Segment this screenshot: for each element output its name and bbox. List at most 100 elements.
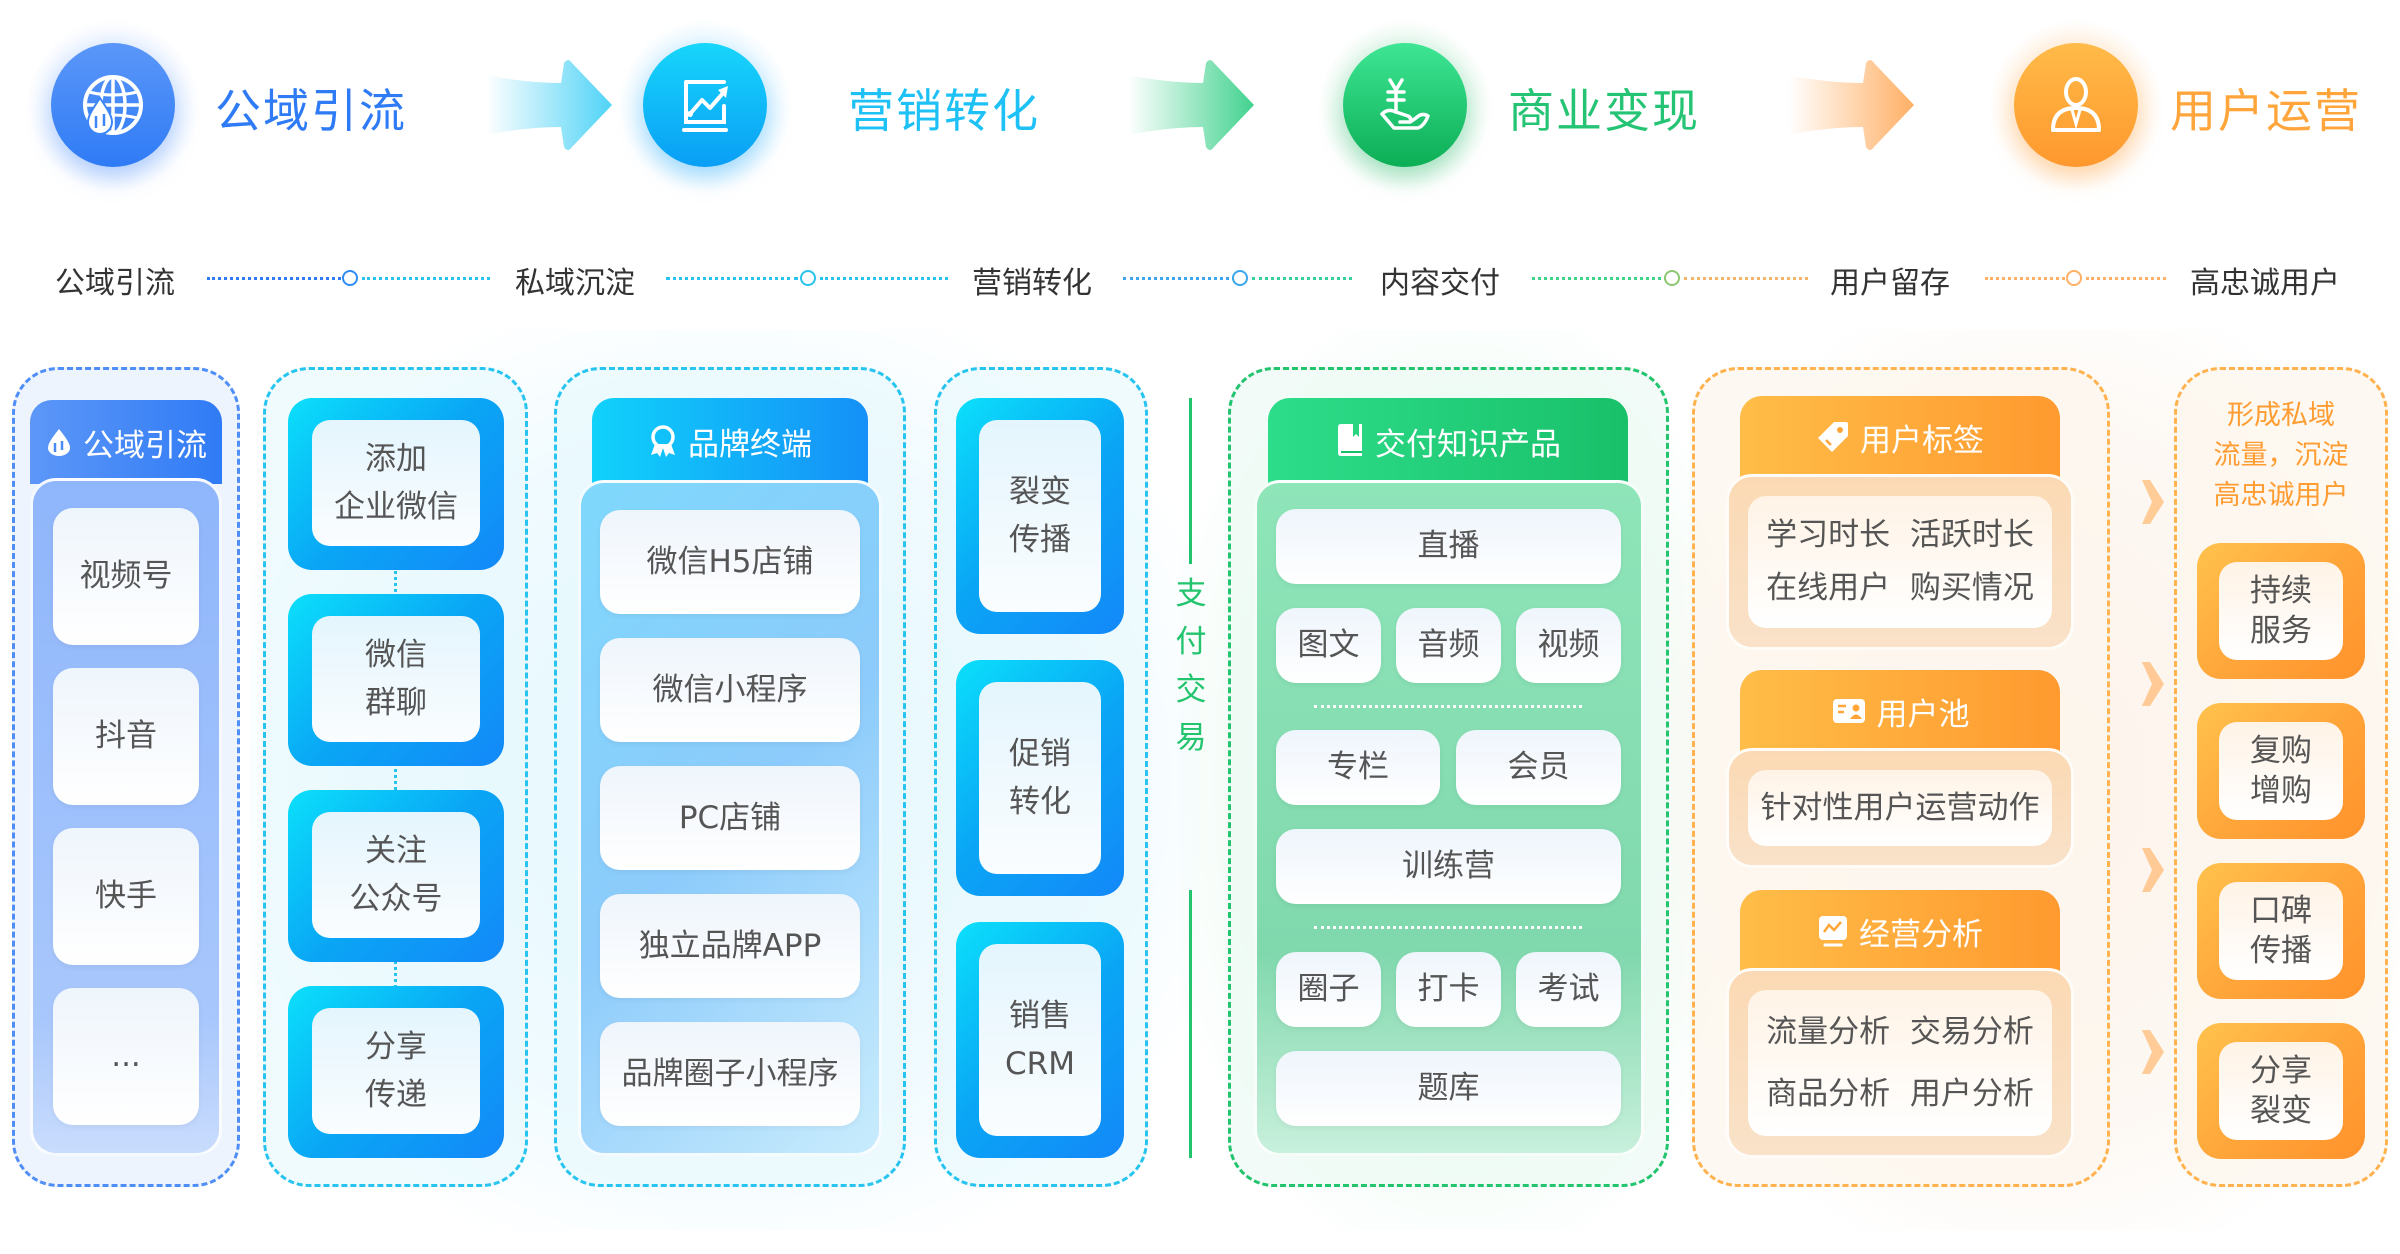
knowledge-product-item[interactable]: 考试 <box>1516 952 1621 1027</box>
loyal-users-item[interactable]: 口碑传播 <box>2219 882 2343 980</box>
loyal-users-item[interactable]: 分享裂变 <box>2219 1042 2343 1140</box>
timeline-connector-1b <box>362 277 490 280</box>
timeline-step-6: 高忠诚用户 <box>2190 266 2340 301</box>
award-ribbon-icon <box>651 425 675 457</box>
knowledge-product-item[interactable]: 专栏 <box>1276 730 1440 805</box>
brand-terminal-header-label: 品牌终端 <box>688 426 812 463</box>
flow-arrow-2 <box>1128 60 1254 150</box>
stage-2-title: 营销转化 <box>848 84 1040 138</box>
marketing-item[interactable]: 裂变传播 <box>979 420 1101 612</box>
knowledge-product-item[interactable]: 训练营 <box>1276 829 1621 904</box>
private-domain-connector <box>394 560 397 1000</box>
timeline-node-4 <box>1664 270 1680 286</box>
public-traffic-header: 公域引流 <box>30 400 222 484</box>
user-card-icon <box>1832 699 1865 723</box>
private-domain-item[interactable]: 微信群聊 <box>312 616 480 742</box>
payment-line-bottom <box>1189 890 1192 1158</box>
timeline-step-5: 用户留存 <box>1830 266 1950 301</box>
payment-line-top <box>1189 398 1192 564</box>
loyal-users-item[interactable]: 持续服务 <box>2219 562 2343 660</box>
business-analysis-card[interactable]: 流量分析 交易分析商品分析 用户分析 <box>1748 990 2052 1136</box>
timeline-step-3: 营销转化 <box>972 266 1092 301</box>
knowledge-product-item[interactable]: 音频 <box>1396 608 1501 683</box>
timeline-node-3 <box>1232 270 1248 286</box>
knowledge-products-header: 交付知识产品 <box>1268 398 1628 484</box>
stage-4-icon-badge <box>2014 43 2138 167</box>
public-traffic-item[interactable]: 抖音 <box>53 668 199 805</box>
money-hand-icon <box>1380 78 1430 130</box>
stage-4-title: 用户运营 <box>2170 84 2362 138</box>
timeline-connector-5b <box>2086 277 2166 280</box>
user-pool-header-label: 用户池 <box>1876 696 1970 733</box>
traffic-drop-icon <box>48 429 70 456</box>
loyal-users-caption: 形成私域 流量，沉淀 高忠诚用户 <box>2213 400 2349 511</box>
business-analysis-header-label: 经营分析 <box>1859 916 1983 953</box>
flow-arrow-1 <box>486 60 612 150</box>
analytics-monitor-icon <box>1819 916 1847 947</box>
user-pool-header: 用户池 <box>1740 670 2060 752</box>
knowledge-products-header-label: 交付知识产品 <box>1375 426 1561 463</box>
timeline-step-1: 公域引流 <box>55 266 175 301</box>
knowledge-product-item[interactable]: 视频 <box>1516 608 1621 683</box>
business-analysis-header: 经营分析 <box>1740 890 2060 972</box>
brand-terminal-item[interactable]: 微信小程序 <box>600 638 860 742</box>
timeline-node-5 <box>2066 270 2082 286</box>
brand-terminal-item[interactable]: 品牌圈子小程序 <box>600 1022 860 1126</box>
flow-arrow-3 <box>1788 60 1914 150</box>
chevron-right-icon <box>2142 480 2164 524</box>
stage-1-title: 公域引流 <box>215 84 407 138</box>
stage-2-icon-badge <box>643 43 767 167</box>
user-pool-card[interactable]: 针对性用户运营动作 <box>1748 770 2052 846</box>
knowledge-product-item[interactable]: 圈子 <box>1276 952 1381 1027</box>
knowledge-product-item[interactable]: 图文 <box>1276 608 1381 683</box>
timeline-connector-1a <box>207 277 347 280</box>
timeline-connector-4a <box>1532 277 1667 280</box>
private-domain-item[interactable]: 添加企业微信 <box>312 420 480 546</box>
payment-label: 支 付 交 易 <box>1175 576 1207 756</box>
chevron-right-icon <box>2142 662 2164 706</box>
public-traffic-item[interactable]: 视频号 <box>53 508 199 645</box>
private-domain-item[interactable]: 关注公众号 <box>312 812 480 938</box>
knowledge-product-item[interactable]: 会员 <box>1456 730 1621 805</box>
knowledge-products-separator <box>1314 926 1582 929</box>
knowledge-products-panel <box>1254 480 1644 1156</box>
brand-terminal-item[interactable]: 独立品牌APP <box>600 894 860 998</box>
globe-traffic-icon <box>83 75 143 135</box>
chevron-right-icon <box>2142 1030 2164 1074</box>
brand-terminal-header: 品牌终端 <box>592 398 868 484</box>
timeline-connector-3b <box>1252 277 1352 280</box>
timeline-node-1 <box>342 270 358 286</box>
knowledge-products-separator <box>1314 705 1582 708</box>
knowledge-product-item[interactable]: 打卡 <box>1396 952 1501 1027</box>
stage-1-icon-badge <box>51 43 175 167</box>
knowledge-product-item[interactable]: 题库 <box>1276 1051 1621 1126</box>
public-traffic-item-more[interactable]: ... <box>53 988 199 1125</box>
public-traffic-header-label: 公域引流 <box>83 427 207 464</box>
marketing-item[interactable]: 促销转化 <box>979 682 1101 874</box>
knowledge-product-item[interactable]: 直播 <box>1276 509 1621 584</box>
brand-terminal-item[interactable]: PC店铺 <box>600 766 860 870</box>
timeline-node-2 <box>800 270 816 286</box>
timeline-step-2: 私域沉淀 <box>515 266 635 301</box>
brand-terminal-item[interactable]: 微信H5店铺 <box>600 510 860 614</box>
user-icon <box>2051 77 2101 132</box>
book-icon <box>1338 424 1362 456</box>
user-tags-header: 用户标签 <box>1740 396 2060 478</box>
user-tags-header-label: 用户标签 <box>1860 422 1984 459</box>
timeline-connector-3a <box>1123 277 1235 280</box>
user-tags-card[interactable]: 学习时长 活跃时长在线用户 购买情况 <box>1748 496 2052 628</box>
stage-3-icon-badge <box>1343 43 1467 167</box>
chevron-right-icon <box>2142 848 2164 892</box>
private-domain-item[interactable]: 分享传递 <box>312 1008 480 1134</box>
loyal-users-item[interactable]: 复购增购 <box>2219 722 2343 820</box>
timeline-connector-2b <box>820 277 948 280</box>
growth-chart-icon <box>682 80 728 132</box>
public-traffic-item[interactable]: 快手 <box>53 828 199 965</box>
timeline-step-4: 内容交付 <box>1380 266 1500 301</box>
stage-3-title: 商业变现 <box>1508 84 1700 138</box>
timeline-connector-4b <box>1684 277 1808 280</box>
timeline-connector-5a <box>1985 277 2065 280</box>
tag-icon <box>1818 422 1848 452</box>
timeline-connector-2a <box>666 277 798 280</box>
